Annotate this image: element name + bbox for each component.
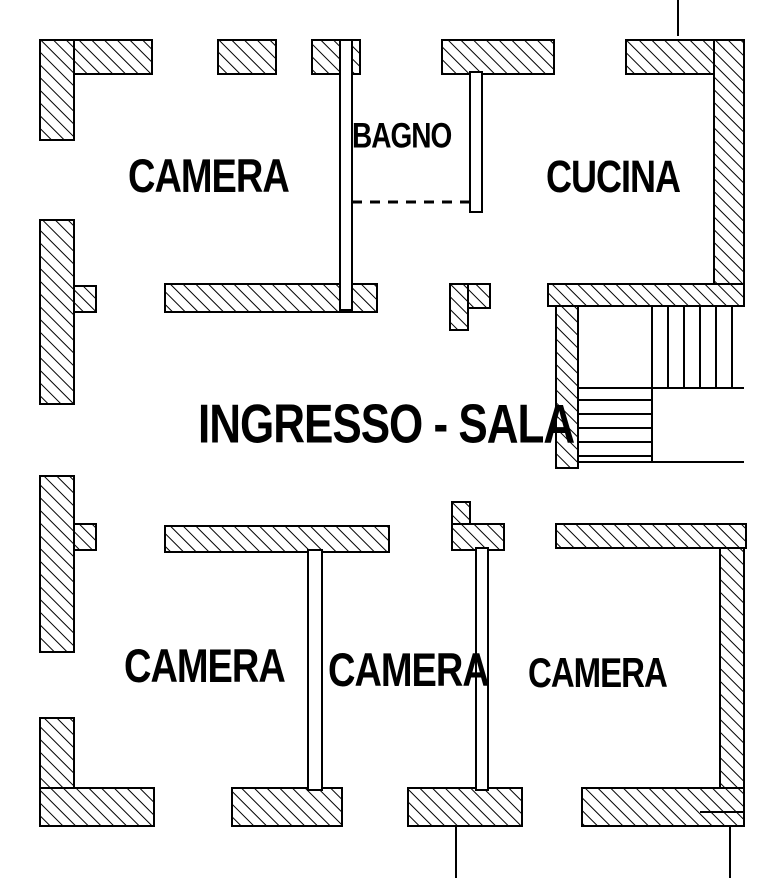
wall-top-pier-1 xyxy=(217,39,277,75)
partition-bagno-right xyxy=(469,71,483,213)
staircase xyxy=(578,306,744,463)
stray-marks xyxy=(455,0,744,878)
wall-top-pier-3 xyxy=(441,39,555,75)
wall-left-jamb-1 xyxy=(73,285,97,313)
wall-stub-upper-post xyxy=(449,283,469,331)
wall-cucina-bottom xyxy=(547,283,745,307)
wall-mid-left-lower xyxy=(164,525,390,553)
room-label-camera-top-left: CAMERA xyxy=(128,150,290,204)
walls xyxy=(39,39,747,827)
wall-right-bottom xyxy=(719,523,745,827)
wall-left-jamb-2 xyxy=(73,523,97,551)
room-label-bagno: BAGNO xyxy=(352,116,452,155)
wall-stair-bottom xyxy=(555,523,747,549)
wall-left-1 xyxy=(39,39,75,141)
wall-bottom-2 xyxy=(231,787,343,827)
room-label-camera-bottom-right: CAMERA xyxy=(528,649,668,696)
wall-right-top xyxy=(713,39,745,303)
partition-bottom-1 xyxy=(307,549,323,791)
wall-stub-lower-arm xyxy=(451,523,505,551)
room-label-ingresso-sala: INGRESSO - SALA xyxy=(198,393,575,455)
wall-bottom-1 xyxy=(39,787,155,827)
wall-bottom-3 xyxy=(407,787,523,827)
wall-left-2 xyxy=(39,219,75,405)
wall-left-3 xyxy=(39,475,75,653)
partition-bottom-2 xyxy=(475,547,489,791)
room-label-camera-bottom-middle: CAMERA xyxy=(328,644,490,698)
partition-bagno-left xyxy=(339,39,353,311)
partitions xyxy=(307,39,489,791)
room-label-camera-bottom-left: CAMERA xyxy=(124,640,286,694)
room-label-cucina: CUCINA xyxy=(546,150,681,202)
wall-bottom-4 xyxy=(581,787,745,827)
